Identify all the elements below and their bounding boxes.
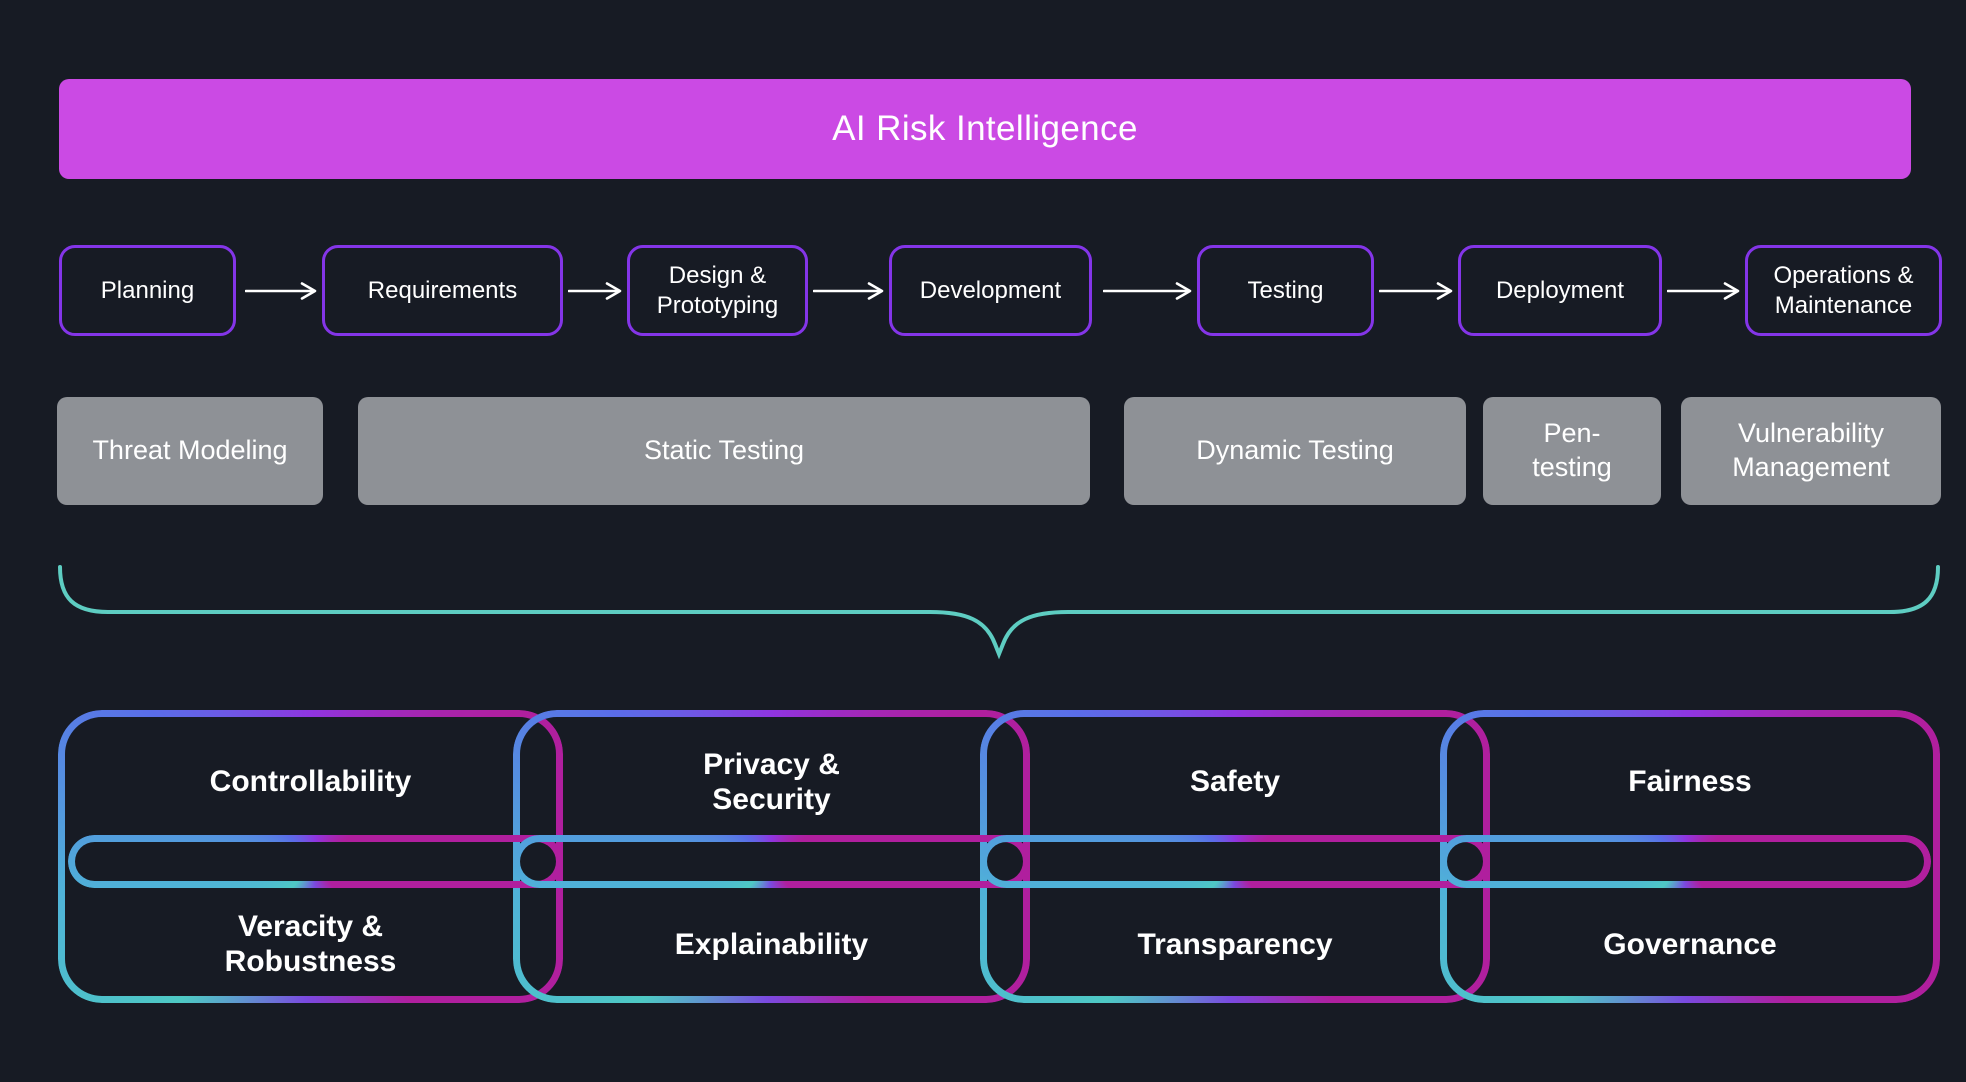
stage-development: Development: [889, 245, 1092, 336]
flow-arrow-icon: [568, 280, 623, 302]
risk-label-privacy-security: Privacy & Security: [703, 747, 840, 816]
risk-label-controllability: Controllability: [209, 765, 412, 799]
risk-label-governance: Governance: [1603, 927, 1777, 961]
stage-label: Planning: [100, 276, 195, 304]
stage-operations-maintenance: Operations & Maintenance: [1745, 245, 1942, 336]
flow-arrow-icon: [1103, 280, 1193, 302]
activity-label: Threat Modeling: [92, 435, 288, 466]
flow-arrow-icon: [1667, 280, 1741, 302]
flow-arrow-icon: [813, 280, 885, 302]
activity-label: Static Testing: [643, 435, 805, 466]
risk-ring-band-4: [1440, 835, 1931, 888]
stage-label: Requirements: [367, 276, 518, 304]
risk-label-explainability: Explainability: [674, 927, 869, 961]
page-title: AI Risk Intelligence: [832, 109, 1138, 148]
risk-ring-band-1: [68, 835, 563, 888]
flow-arrow-icon: [1379, 280, 1454, 302]
activity-dynamic-testing: Dynamic Testing: [1124, 397, 1466, 505]
stage-testing: Testing: [1197, 245, 1374, 336]
stage-label: Development: [919, 276, 1062, 304]
flow-arrow-icon: [245, 280, 318, 302]
title-banner: AI Risk Intelligence: [59, 79, 1911, 179]
activity-static-testing: Static Testing: [358, 397, 1090, 505]
stage-label: Testing: [1247, 276, 1324, 304]
activity-label: Pen- testing: [1532, 418, 1612, 482]
stage-requirements: Requirements: [322, 245, 563, 336]
activity-pen-testing: Pen- testing: [1483, 397, 1661, 505]
stage-deployment: Deployment: [1458, 245, 1662, 336]
stage-planning: Planning: [59, 245, 236, 336]
stage-label: Deployment: [1495, 276, 1625, 304]
stage-label: Operations & Maintenance: [1773, 262, 1914, 319]
stage-label: Design & Prototyping: [656, 262, 779, 319]
risk-label-safety: Safety: [1189, 765, 1281, 799]
risk-label-fairness: Fairness: [1628, 765, 1752, 799]
activity-threat-modeling: Threat Modeling: [57, 397, 323, 505]
risk-ring-band-3: [980, 835, 1490, 888]
activity-label: Vulnerability Management: [1732, 418, 1890, 482]
risk-label-veracity-robustness: Veracity & Robustness: [224, 910, 397, 978]
risk-ring-band-2: [513, 835, 1030, 888]
activity-label: Dynamic Testing: [1196, 435, 1394, 466]
activity-vulnerability-management: Vulnerability Management: [1681, 397, 1941, 505]
risk-label-transparency: Transparency: [1137, 927, 1333, 961]
stage-design-prototyping: Design & Prototyping: [627, 245, 808, 336]
